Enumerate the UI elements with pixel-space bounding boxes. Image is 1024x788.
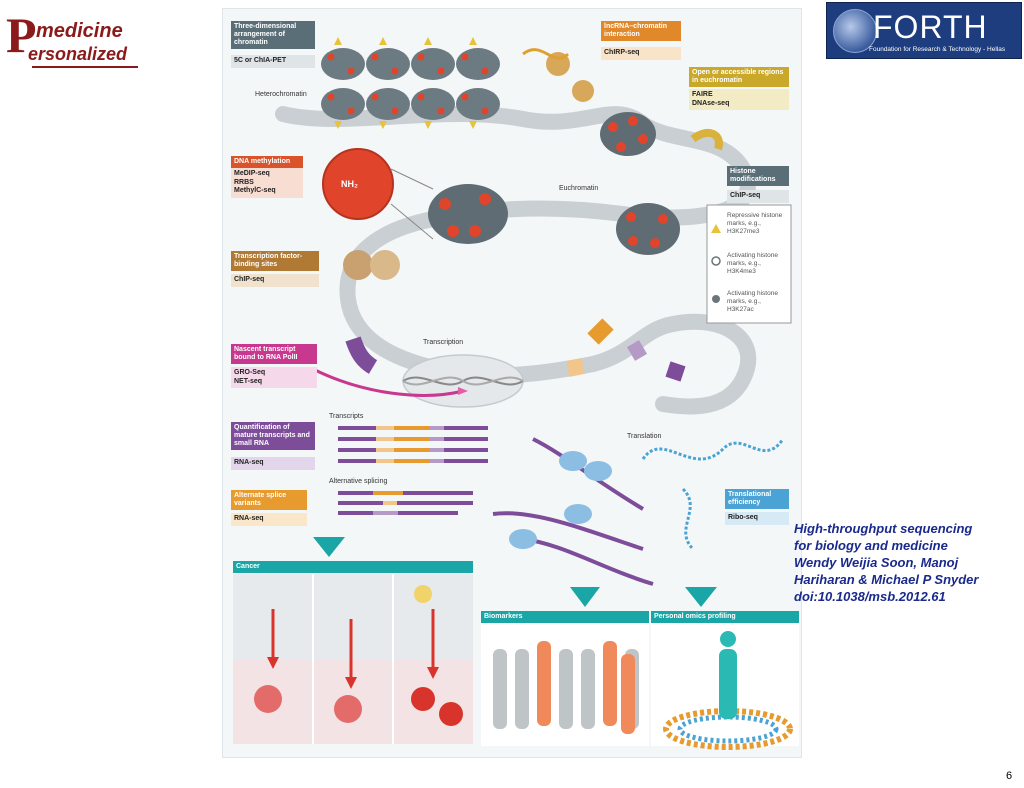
logo-word-personalized: ersonalized	[28, 44, 128, 64]
nucleosome-right-top	[600, 112, 656, 156]
personalized-medicine-logo: P medicine ersonalized	[4, 10, 144, 70]
fiber-segment-lavender	[626, 340, 648, 361]
splice-box-head: Alternate splice variants	[231, 490, 307, 510]
biomarkers-panel-graphic	[481, 621, 649, 746]
translational-box-head: Translational efficiency	[725, 489, 789, 509]
open-regions-box-methods: FAIRE DNAse-seq	[689, 89, 789, 110]
tf-proteins	[343, 250, 400, 280]
logo-underline	[32, 66, 138, 68]
figure-illustration: NH₂	[233, 37, 799, 750]
page-number: 6	[1006, 770, 1013, 782]
svg-text:NH₂: NH₂	[341, 179, 358, 189]
globe-icon	[833, 9, 877, 53]
sequencing-figure: NH₂	[222, 8, 802, 758]
legend-activating-1: Activating histone marks, e.g., H3K4me3	[727, 252, 778, 275]
omics-panel-graphic	[651, 621, 799, 750]
legend-activating-2: Activating histone marks, e.g., H3K27ac	[727, 290, 778, 313]
biomarkers-panel-header: Biomarkers	[481, 611, 649, 623]
logo-initial: P	[6, 7, 37, 63]
sequencing-funnels	[313, 537, 717, 607]
logo-word-medicine: medicine	[36, 20, 123, 42]
fiber-segment-orange	[587, 318, 614, 345]
forth-title: FORTH	[873, 9, 988, 45]
forth-logo: FORTH Foundation for Research & Technolo…	[826, 2, 1022, 59]
heterochromatin-label: Heterochromatin	[255, 91, 307, 98]
three-d-box-methods: 5C or ChIA-PET	[231, 55, 315, 68]
nucleosome-histone	[616, 203, 680, 255]
methylation-box-head: DNA methylation	[231, 156, 303, 168]
lncrna-box-head: lncRNA–chromatin interaction	[601, 21, 681, 41]
tf-box-head: Transcription factor-binding sites	[231, 251, 319, 271]
three-d-box-head: Three-dimensional arrangement of chromat…	[231, 21, 315, 49]
nascent-box-methods: GRO-Seq NET-seq	[231, 367, 317, 388]
quantification-box-head: Quantification of mature transcripts and…	[231, 422, 315, 450]
activating-mark-icon-2	[712, 295, 720, 303]
transcript-bars	[338, 426, 488, 515]
splice-box-methods: RNA-seq	[231, 513, 307, 526]
fiber-segment-purple-2	[665, 361, 686, 382]
citation-line-4: Hariharan & Michael P Snyder	[794, 572, 979, 587]
lncrna-molecule	[522, 48, 594, 102]
tf-box-methods: ChIP-seq	[231, 274, 319, 287]
nascent-box-head: Nascent transcript bound to RNA PolII	[231, 344, 317, 364]
fiber-segment-purple	[345, 336, 378, 374]
methylation-box-methods: MeDIP-seq RRBS MethylC-seq	[231, 168, 303, 198]
open-region-factor	[690, 128, 723, 151]
lncrna-box-methods: ChIRP-seq	[601, 47, 681, 60]
histone-legend-box	[706, 204, 792, 324]
citation-line-1: High-throughput sequencing	[794, 521, 973, 536]
repressive-mark-icon	[711, 224, 721, 233]
euchromatin-label: Euchromatin	[559, 185, 599, 192]
transcription-bubble	[312, 354, 524, 408]
translational-box-methods: Ribo-seq	[725, 512, 789, 525]
citation: High-throughput sequencing for biology a…	[794, 520, 1024, 605]
histone-box-methods: ChIP-seq	[727, 190, 789, 203]
activating-mark-icon-1	[711, 256, 721, 266]
open-regions-box-head: Open or accessible regions in euchromati…	[689, 67, 789, 87]
citation-line-2: for biology and medicine	[794, 538, 948, 553]
histone-box-head: Histone modifications	[727, 166, 789, 186]
citation-doi: doi:10.1038/msb.2012.61	[794, 589, 946, 604]
cancer-panel-header: Cancer	[233, 561, 473, 573]
omics-panel-header: Personal omics profiling	[651, 611, 799, 623]
legend-repressive: Repressive histone marks, e.g., H3K27me3	[727, 212, 783, 235]
alternative-splicing-label: Alternative splicing	[329, 478, 388, 485]
translation-illustration	[492, 437, 785, 586]
fiber-segment-light-orange	[566, 358, 585, 377]
citation-line-3: Wendy Weijia Soon, Manoj	[794, 555, 959, 570]
methylation-zoom: NH₂	[322, 148, 508, 244]
transcription-label: Transcription	[423, 339, 464, 346]
translation-label: Translation	[627, 433, 662, 440]
cancer-panel-graphic	[233, 574, 473, 744]
heterochromatin-coils	[321, 37, 500, 129]
forth-subtitle: Foundation for Research & Technology - H…	[869, 46, 1006, 53]
quantification-box-methods: RNA-seq	[231, 457, 315, 470]
transcripts-label: Transcripts	[329, 413, 364, 420]
